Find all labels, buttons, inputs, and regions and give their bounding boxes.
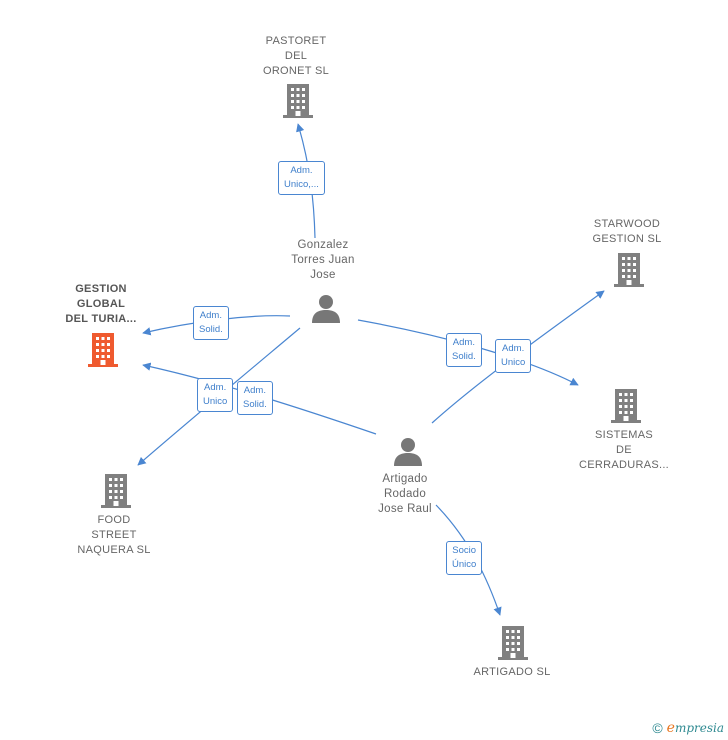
node-label-sistemas[interactable]: SISTEMAS DE CERRADURAS... <box>578 429 670 471</box>
node-label-artigado-rodado[interactable]: Artigado Rodado Jose Raul <box>378 473 432 515</box>
building-icon-artigado-sl[interactable] <box>498 626 528 660</box>
node-label-gestion[interactable]: GESTION GLOBAL DEL TURIA... <box>65 283 137 325</box>
node-label-starwood[interactable]: STARWOOD GESTION SL <box>592 218 662 245</box>
brand-logo-initial: e <box>666 720 675 736</box>
person-icon-gonzalez[interactable] <box>312 295 340 323</box>
edge-label-adm-solid-gestion: Adm. Solid. <box>193 306 229 340</box>
edge-label-adm-unico-starwood: Adm. Unico <box>495 339 532 373</box>
node-label-pastoret[interactable]: PASTORET DEL ORONET SL <box>262 35 330 77</box>
person-icon-artigado-rodado[interactable] <box>394 438 422 466</box>
edge-label-adm-solid-artigado-gestion: Adm. Solid. <box>237 381 273 415</box>
building-icon-pastoret[interactable] <box>283 84 313 118</box>
building-icon-gestion[interactable] <box>88 333 118 367</box>
building-icon-starwood[interactable] <box>614 253 644 287</box>
node-label-artigado-sl[interactable]: ARTIGADO SL <box>473 666 551 678</box>
footer-brand[interactable]: © empresia <box>652 720 724 736</box>
copyright-icon: © <box>652 720 663 736</box>
node-label-gonzalez[interactable]: Gonzalez Torres Juan Jose <box>291 239 355 281</box>
edge-label-adm-unico-food: Adm. Unico <box>197 378 234 412</box>
edge-label-adm-unico-pastoret: Adm. Unico,... <box>278 161 325 195</box>
edge-label-socio-unico: Socio Único <box>446 541 483 575</box>
edge-label-adm-solid-sistemas: Adm. Solid. <box>446 333 482 367</box>
node-label-food[interactable]: FOOD STREET NAQUERA SL <box>77 514 151 556</box>
building-icon-food[interactable] <box>101 474 131 508</box>
building-icon-sistemas[interactable] <box>611 389 641 423</box>
brand-logo-text: mpresia <box>674 721 724 735</box>
